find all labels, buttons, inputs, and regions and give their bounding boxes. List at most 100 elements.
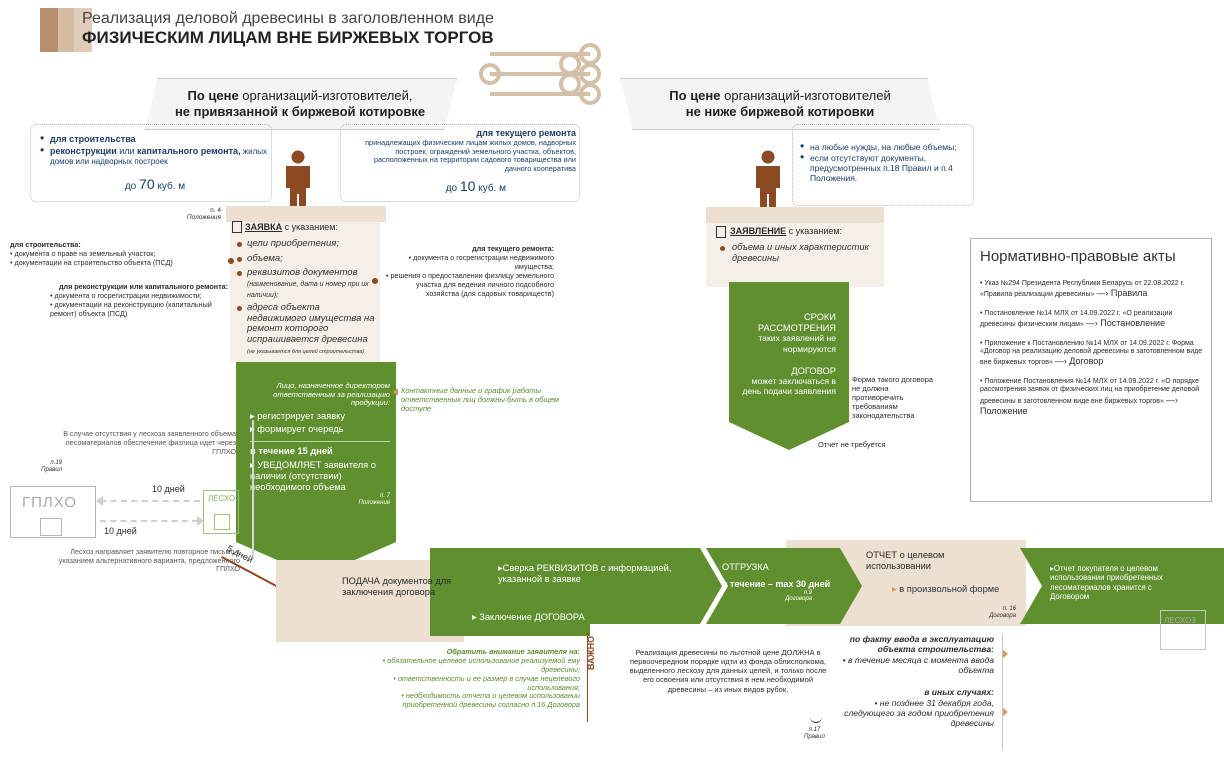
right-banner: [620, 78, 940, 130]
left-docs-h1: для строительства:: [10, 240, 81, 249]
form-note: Форма такого договора не должна противор…: [852, 375, 934, 420]
leshoz-note: Лесхоз направляет заявителю повторное пи…: [40, 547, 240, 574]
left-cloud-volume: до 70 куб. м: [40, 176, 270, 193]
act-3: • Приложение к Постановлению №14 МЛХ от …: [980, 339, 1203, 367]
leshoz-label: ЛЕСХОЗ: [208, 494, 241, 503]
left-docs-l1: • документа о праве на земельный участок…: [10, 249, 156, 258]
left-banner: [145, 78, 457, 130]
left-docs-arrow: [228, 258, 234, 264]
zayavka-item-addr: адреса объекта недвижимого имущества на …: [237, 302, 377, 356]
report-t-inner: в произвольной форме: [899, 584, 1000, 594]
act-1-link[interactable]: Правила: [1110, 288, 1148, 299]
flow-green-arrows: [430, 548, 1224, 636]
leshoz2-label: ЛЕСХОЗ: [1164, 616, 1197, 625]
acts-list: • Указ №294 Президента Республики Белару…: [980, 280, 1205, 417]
header-square-light: [58, 8, 92, 52]
act-3-link[interactable]: Договор: [1069, 356, 1104, 367]
zayavka-item-goal: цели приобретения;: [237, 238, 377, 250]
left-banner-p3: не привязанной к биржевой котировке: [174, 104, 426, 120]
gplho-label: ГПЛХО: [22, 494, 77, 511]
act-1-text: Указ №294 Президента Республики Беларусь…: [980, 280, 1185, 299]
left-cloud-item2a: реконструкции: [50, 145, 117, 156]
deadlines-h2: в иных случаях:: [924, 687, 994, 698]
mid-vol-unit: куб. м: [475, 182, 506, 194]
contact-note-marker: [393, 388, 398, 396]
green-left-a2: ▸ формирует очередь: [250, 424, 344, 435]
green-left-term: в течение 15 дней: [250, 446, 333, 457]
act-2-link[interactable]: Постановление: [1100, 318, 1166, 329]
green-right-h2: ДОГОВОР: [791, 365, 836, 376]
keep-text: ▸Отчет покупателя о целевом использовани…: [1050, 564, 1163, 602]
green-left-a1-text: регистрирует заявку: [257, 411, 345, 422]
act-2: • Постановление №14 МЛХ от 14.09.2022 г.…: [980, 309, 1173, 329]
left-cloud-item2b: или: [116, 145, 138, 156]
left-cloud-item1: для строительства: [40, 131, 270, 145]
gplho-ref-doc: Правил: [41, 466, 62, 473]
green-left-a1: ▸ регистрирует заявку: [250, 411, 345, 422]
contact-note-text: Контактные данные и график работы ответс…: [401, 386, 560, 413]
report-t: ▸ в произвольной форме: [892, 584, 1000, 594]
right-banner-p3: не ниже биржевой котировки: [685, 104, 875, 120]
leshoz-box: [203, 490, 239, 534]
submit-text: ПОДАЧА документов для заключения договор…: [342, 576, 452, 598]
leshoz2-box: [1160, 610, 1206, 650]
zayavka-panel: [230, 222, 380, 362]
report-ref-doc: Договора: [989, 612, 1016, 619]
left-cloud-content: для строительства реконструкции или капи…: [40, 131, 270, 193]
important-label: ВАЖНО: [586, 635, 596, 670]
zayavlenie-band: [706, 207, 884, 223]
deadlines-h1: по факту ввода в эксплуатацию объекта ст…: [849, 634, 994, 655]
left-vol-num: 70: [139, 175, 155, 192]
acts-box: [970, 238, 1212, 502]
mid-cloud-text: принадлежащих физическим лицам жилых дом…: [365, 137, 576, 174]
green-left-content: Лицо, назначенное директором ответственн…: [250, 381, 390, 506]
gplho-ref-p: п.19: [50, 460, 62, 466]
green-right-h1: СРОКИ РАССМОТРЕНИЯ: [757, 312, 836, 333]
left-docs-l3: • документа о госрегистрации недвижимост…: [50, 291, 202, 300]
important-vline: [587, 632, 588, 722]
right-docs-l1: • документа о госрегистрации недвижимого…: [408, 253, 554, 271]
report-none: Отчет не требуется: [818, 440, 886, 449]
green-left-a3-text: УВЕДОМЛЯЕТ заявителя о наличии (отсутств…: [250, 460, 376, 492]
act-2-text: Постановление №14 МЛХ от 14.09.2022 г. «…: [980, 309, 1173, 329]
gplho-vline: [252, 420, 254, 560]
gplho-box: [10, 486, 96, 538]
left-cloud: [30, 124, 272, 202]
right-cloud-item1: на любые нужды, на любые объемы;: [800, 139, 972, 153]
green-left-arrow: [236, 362, 396, 577]
zayavka-ref-doc: Положения: [186, 214, 221, 222]
right-docs-dot: [372, 278, 378, 284]
left-banner-p1: По цене: [187, 88, 239, 103]
acts-title: Нормативно-правовые акты: [980, 248, 1176, 265]
left-banner-text: По цене организаций-изготовителей, не пр…: [150, 88, 450, 121]
page-title-line1: Реализация деловой древесины в заголовле…: [82, 10, 494, 27]
keep-text-inner: Отчет покупателя о целевом использовании…: [1050, 564, 1163, 602]
zayavlenie-title: ЗАЯВЛЕНИЕ с указанием:: [730, 226, 842, 236]
logs-icon: [479, 43, 601, 105]
green-left-ref-doc: Положения: [358, 499, 390, 506]
right-banner-text: По цене организаций-изготовителей не ниж…: [630, 88, 930, 121]
green-right-t2: может заключаться в день подачи заявлени…: [742, 375, 836, 396]
ship-ref-p: п.9: [803, 589, 812, 596]
zayavka-ref: п. 4 Положения: [187, 207, 221, 221]
important-h: Обратить внимание заявителя на:: [446, 647, 580, 656]
zayavka-item-req-note: (наименование, дата и номер при их налич…: [247, 280, 369, 299]
deadlines: по факту ввода в эксплуатацию объекта ст…: [830, 634, 994, 729]
act-4-link[interactable]: Положение: [980, 405, 1028, 416]
priority-brace: [810, 716, 822, 723]
green-right-content: СРОКИ РАССМОТРЕНИЯ таких заявлений не но…: [738, 312, 836, 396]
zayavka-item-volume: объема;: [237, 253, 377, 265]
left-banner-p2: организаций-изготовителей,: [238, 88, 413, 103]
gplho-note: В случае отсутствия у лесхоза заявленног…: [60, 429, 236, 456]
mid-vol-num: 10: [459, 177, 476, 194]
deadlines-marker2: [1003, 708, 1008, 716]
act-3-text: Приложение к Постановлению №14 МЛХ от 14…: [980, 339, 1203, 367]
days-bot-arrowhead: [197, 516, 204, 526]
left-docs-h2: для реконструкции или капитального ремон…: [58, 282, 228, 291]
left-docs-2: для реконструкции или капитального ремон…: [10, 282, 228, 318]
mid-cloud-title: для текущего ремонта: [476, 128, 576, 138]
important-l3: • необходимость отчета о целевом использ…: [401, 691, 580, 710]
mid-vol-pre: до: [445, 182, 460, 194]
